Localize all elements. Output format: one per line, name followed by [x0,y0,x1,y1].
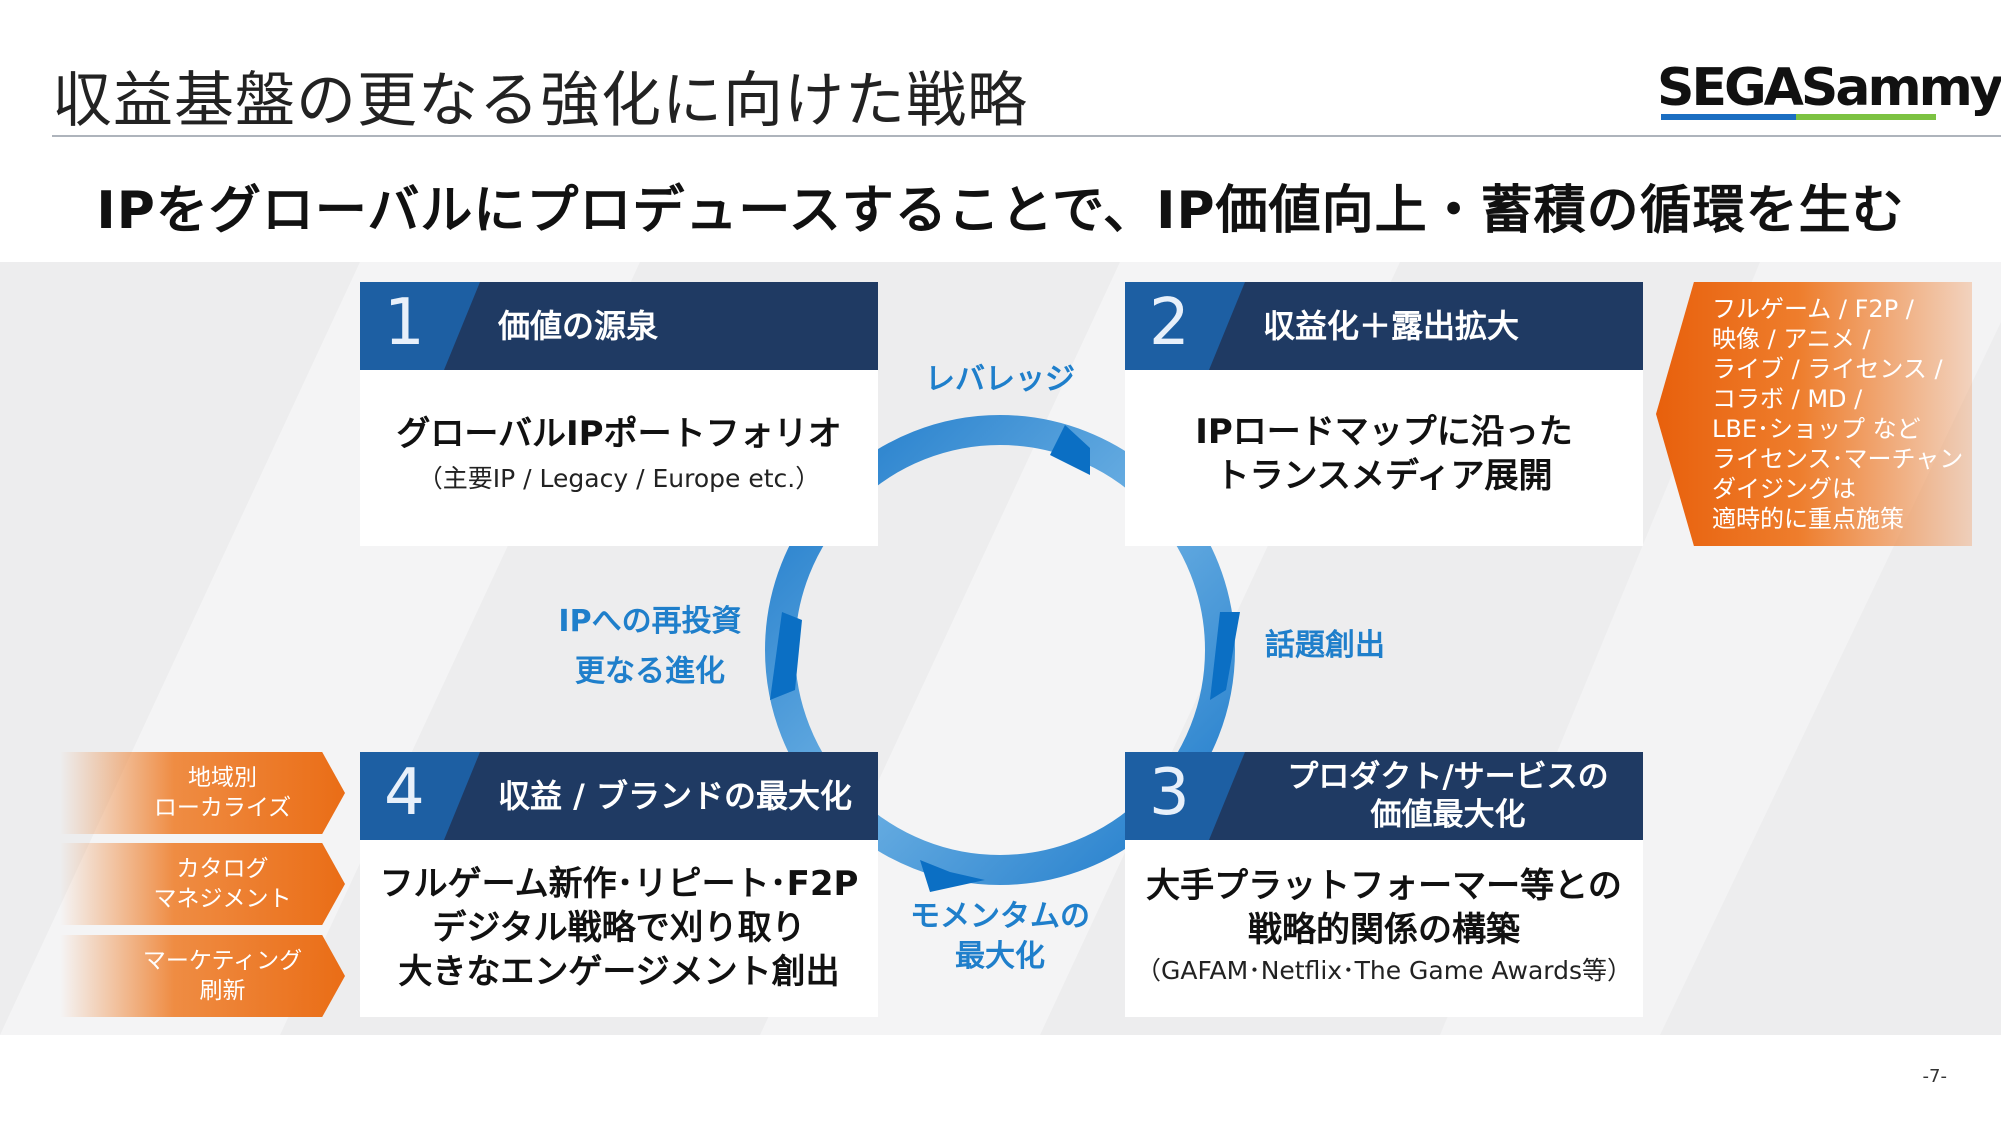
page-number: -7- [1922,1066,1947,1087]
tag-transmedia-list: フルゲーム / F2P / 映像 / アニメ / ライブ / ライセンス / コ… [1656,282,1972,546]
cycle-arrow-top [1050,425,1090,475]
card-body: グローバルIPポートフォリオ （主要IP / Legacy / Europe e… [360,412,878,496]
card-header: 3 プロダクト/サービスの 価値最大化 [1125,752,1643,840]
cycle-label-buzz: 話題創出 [1265,628,1385,663]
cycle-label-leverage: レバレッジ [925,362,1075,397]
card-sub-text: （GAFAM･Netflix･The Game Awards等） [1135,956,1632,985]
slide-subtitle: IPをグローバルにプロデュースすることで、IP価値向上・蓄積の循環を生む [96,181,1905,241]
card-value-source: 1 価値の源泉 グローバルIPポートフォリオ （主要IP / Legacy / … [360,282,878,546]
card-revenue-brand: 4 収益 / ブランドの最大化 フルゲーム新作･リピート･F2P デジタル戦略で… [360,752,878,1017]
cycle-label-momentum-line2: 最大化 [955,939,1045,974]
card-main-text: IPロードマップに沿った トランスメディア展開 [1195,412,1573,496]
card-main-text: フルゲーム新作･リピート･F2P デジタル戦略で刈り取り 大きなエンゲージメント… [379,864,859,992]
tag-catalog-management: カタログ マネジメント [60,843,345,925]
card-number: 4 [384,756,425,830]
logo-green-bar [1796,114,1936,120]
card-title: プロダクト/サービスの 価値最大化 [1287,759,1609,833]
card-header: 1 価値の源泉 [360,282,878,370]
card-number: 3 [1149,756,1190,830]
tag-localization: 地域別 ローカライズ [60,752,345,834]
cycle-arrow-bottom [920,860,985,892]
cycle-arrow-right [1210,612,1240,700]
card-title: 収益化＋露出拡大 [1263,307,1520,345]
tag-marketing-text: マーケティング 刷新 [142,948,303,1004]
card-body: IPロードマップに沿った トランスメディア展開 [1125,410,1643,498]
cycle-label-momentum: モメンタムの 最大化 [900,897,1100,977]
tag-catalog-text: カタログ マネジメント [153,856,292,912]
card-product-value: 3 プロダクト/サービスの 価値最大化 大手プラットフォーマー等との 戦略的関係… [1125,752,1643,1017]
cycle-arrow-left [770,612,802,700]
card-main-text: 大手プラットフォーマー等との 戦略的関係の構築 [1146,866,1622,950]
cycle-label-reinvest: IPへの再投資 更なる進化 [530,597,770,697]
header-divider [52,135,2001,137]
card-title: 収益 / ブランドの最大化 [498,777,852,815]
card-monetization: 2 収益化＋露出拡大 IPロードマップに沿った トランスメディア展開 [1125,282,1643,546]
logo-blue-bar [1661,114,1796,120]
cycle-label-reinvest-line2: 更なる進化 [575,654,725,689]
cycle-label-momentum-line1: モメンタムの [910,899,1090,934]
card-header: 4 収益 / ブランドの最大化 [360,752,878,840]
tag-marketing: マーケティング 刷新 [60,935,345,1017]
card-sub-text: （主要IP / Legacy / Europe etc.） [417,464,821,493]
tag-localization-text: 地域別 ローカライズ [153,765,292,821]
card-body: フルゲーム新作･リピート･F2P デジタル戦略で刈り取り 大きなエンゲージメント… [360,862,878,994]
sega-sammy-logo: SEGASammy [1657,58,2001,124]
card-title: 価値の源泉 [498,307,659,345]
cycle-label-reinvest-line1: IPへの再投資 [558,604,742,639]
card-main-text: グローバルIPポートフォリオ [396,414,842,454]
card-number: 2 [1149,286,1190,360]
card-number: 1 [384,286,425,360]
card-header: 2 収益化＋露出拡大 [1125,282,1643,370]
logo-wordmark: SEGASammy [1657,58,2001,118]
page-title: 収益基盤の更なる強化に向けた戦略 [52,66,1028,136]
tag-transmedia-text: フルゲーム / F2P / 映像 / アニメ / ライブ / ライセンス / コ… [1712,295,1964,533]
card-body: 大手プラットフォーマー等との 戦略的関係の構築 （GAFAM･Netflix･T… [1125,864,1643,988]
